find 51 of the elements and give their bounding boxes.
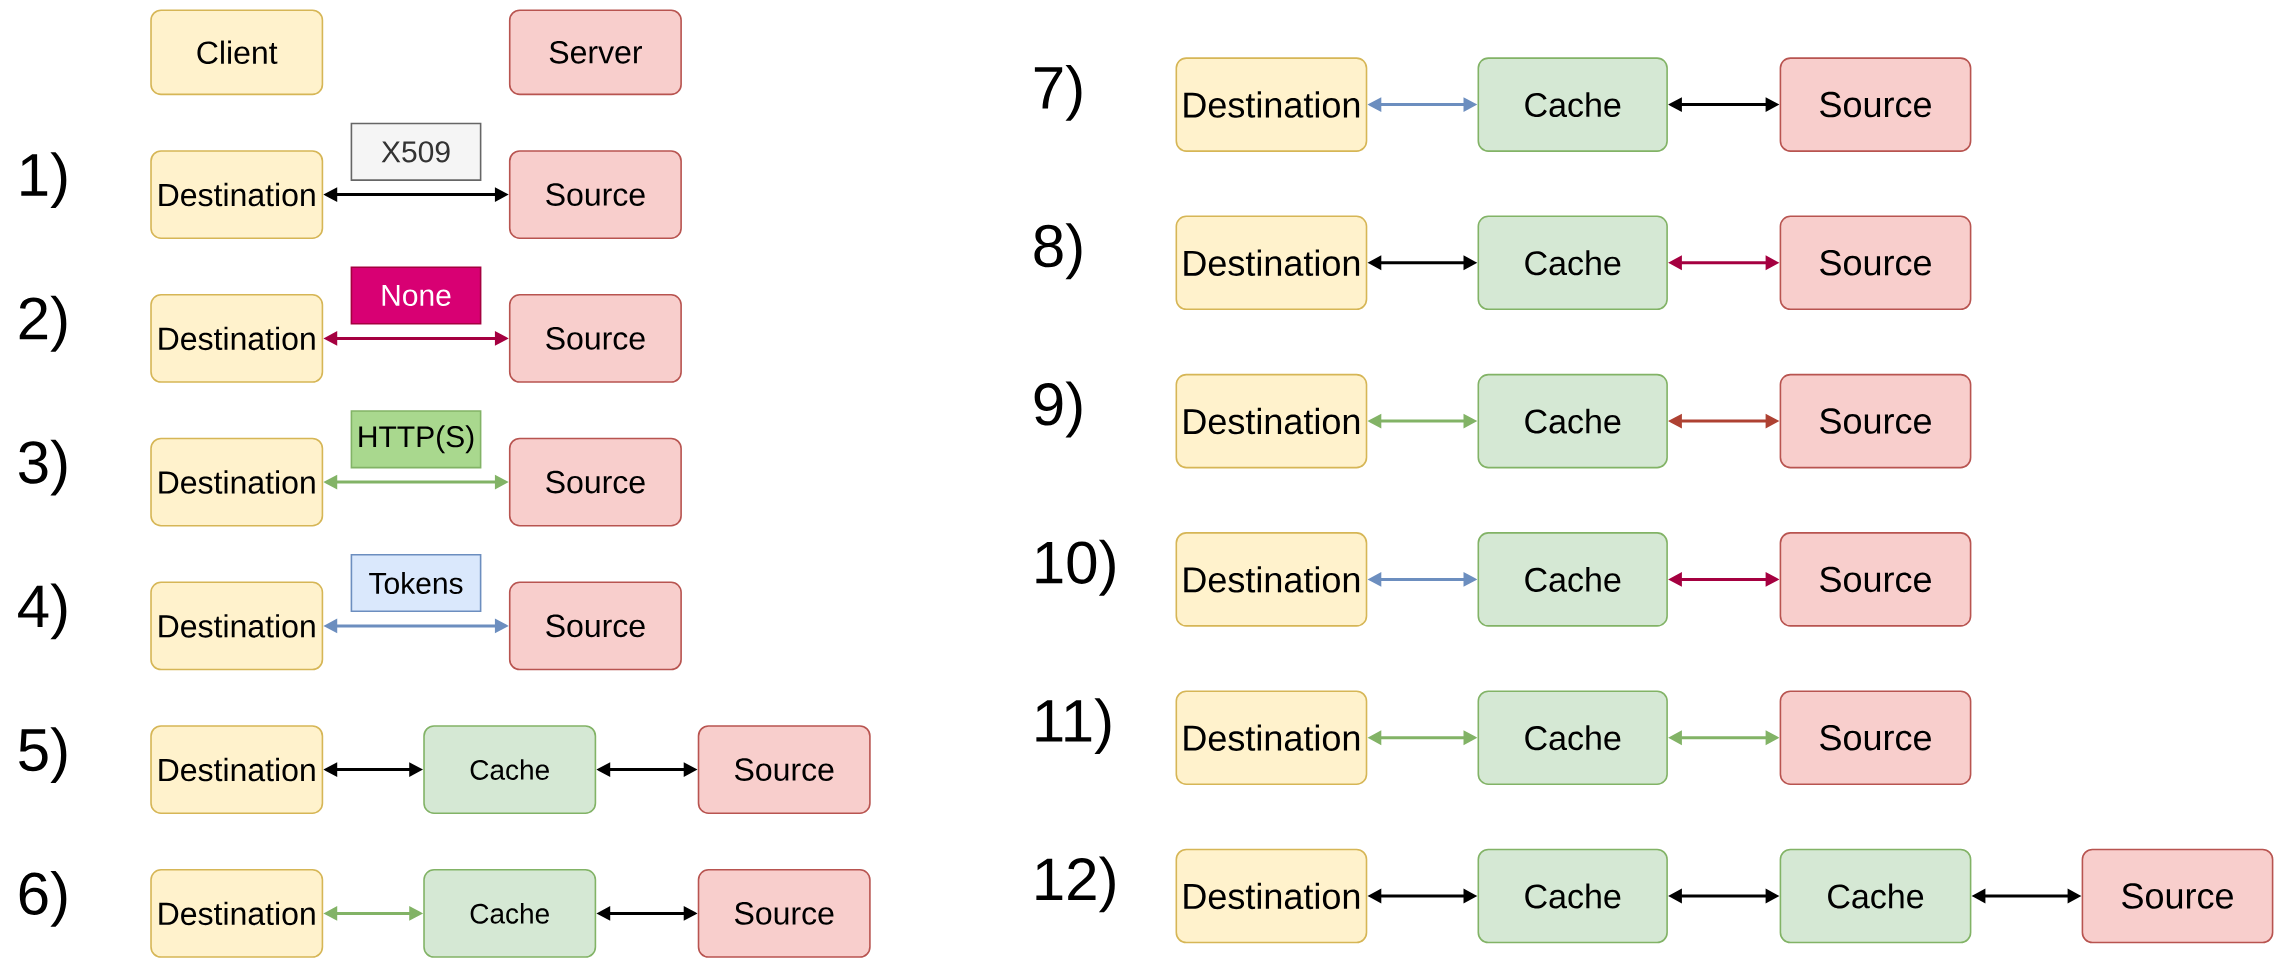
destination-box: Destination <box>150 725 324 814</box>
source-box: Source <box>1779 690 1972 785</box>
cache-box: Cache <box>1477 532 1668 627</box>
destination-box: Destination <box>1175 690 1368 785</box>
source-box: Source <box>508 581 682 671</box>
step-number: 7) <box>1034 64 1082 121</box>
step-number: 12) <box>1036 856 1115 913</box>
step-number: 2) <box>19 295 67 352</box>
step-number: 5) <box>19 727 67 784</box>
cache-box: Cache <box>423 725 597 814</box>
destination-box: Destination <box>150 150 324 239</box>
destination-box: Destination <box>150 869 324 958</box>
source-box: Source <box>2081 848 2274 944</box>
cache-box: Cache <box>1477 57 1668 152</box>
step-number: 6) <box>19 870 67 927</box>
destination-box: Destination <box>1175 57 1368 152</box>
server-box: Server <box>508 9 682 96</box>
source-box: Source <box>508 437 682 527</box>
step-number: 9) <box>1034 381 1082 438</box>
source-box: Source <box>1779 57 1972 152</box>
source-box: Source <box>508 294 682 383</box>
destination-box: Destination <box>1175 373 1368 469</box>
source-box: Source <box>1779 532 1972 627</box>
source-box: Source <box>697 869 871 958</box>
cache-box: Cache <box>1477 848 1668 944</box>
step-number: 11) <box>1036 698 1111 755</box>
source-box: Source <box>1779 215 1972 311</box>
step-number: 10) <box>1036 539 1115 596</box>
key-box: None <box>350 266 482 325</box>
cache-box: Cache <box>1477 373 1668 469</box>
source-box: Source <box>1779 373 1972 469</box>
source-box: Source <box>508 150 682 239</box>
destination-box: Destination <box>1175 215 1368 311</box>
step-number: 3) <box>19 439 67 496</box>
step-number: 4) <box>18 583 67 640</box>
cache-box: Cache <box>1477 690 1668 785</box>
key-box: X509 <box>350 122 482 181</box>
destination-box: Destination <box>150 437 324 527</box>
cache-box: Cache <box>423 869 597 958</box>
step-number: 8) <box>1034 223 1082 280</box>
client-box: Client <box>150 9 324 96</box>
key-box: Tokens <box>350 553 482 613</box>
key-box: HTTP(S) <box>350 410 482 469</box>
source-box: Source <box>697 725 871 814</box>
destination-box: Destination <box>150 294 324 383</box>
destination-box: Destination <box>1175 848 1368 944</box>
cache-box: Cache <box>1477 215 1668 311</box>
destination-box: Destination <box>1175 532 1368 627</box>
cache-box: Cache <box>1779 848 1972 944</box>
destination-box: Destination <box>150 581 324 671</box>
step-number: 1) <box>21 152 67 209</box>
